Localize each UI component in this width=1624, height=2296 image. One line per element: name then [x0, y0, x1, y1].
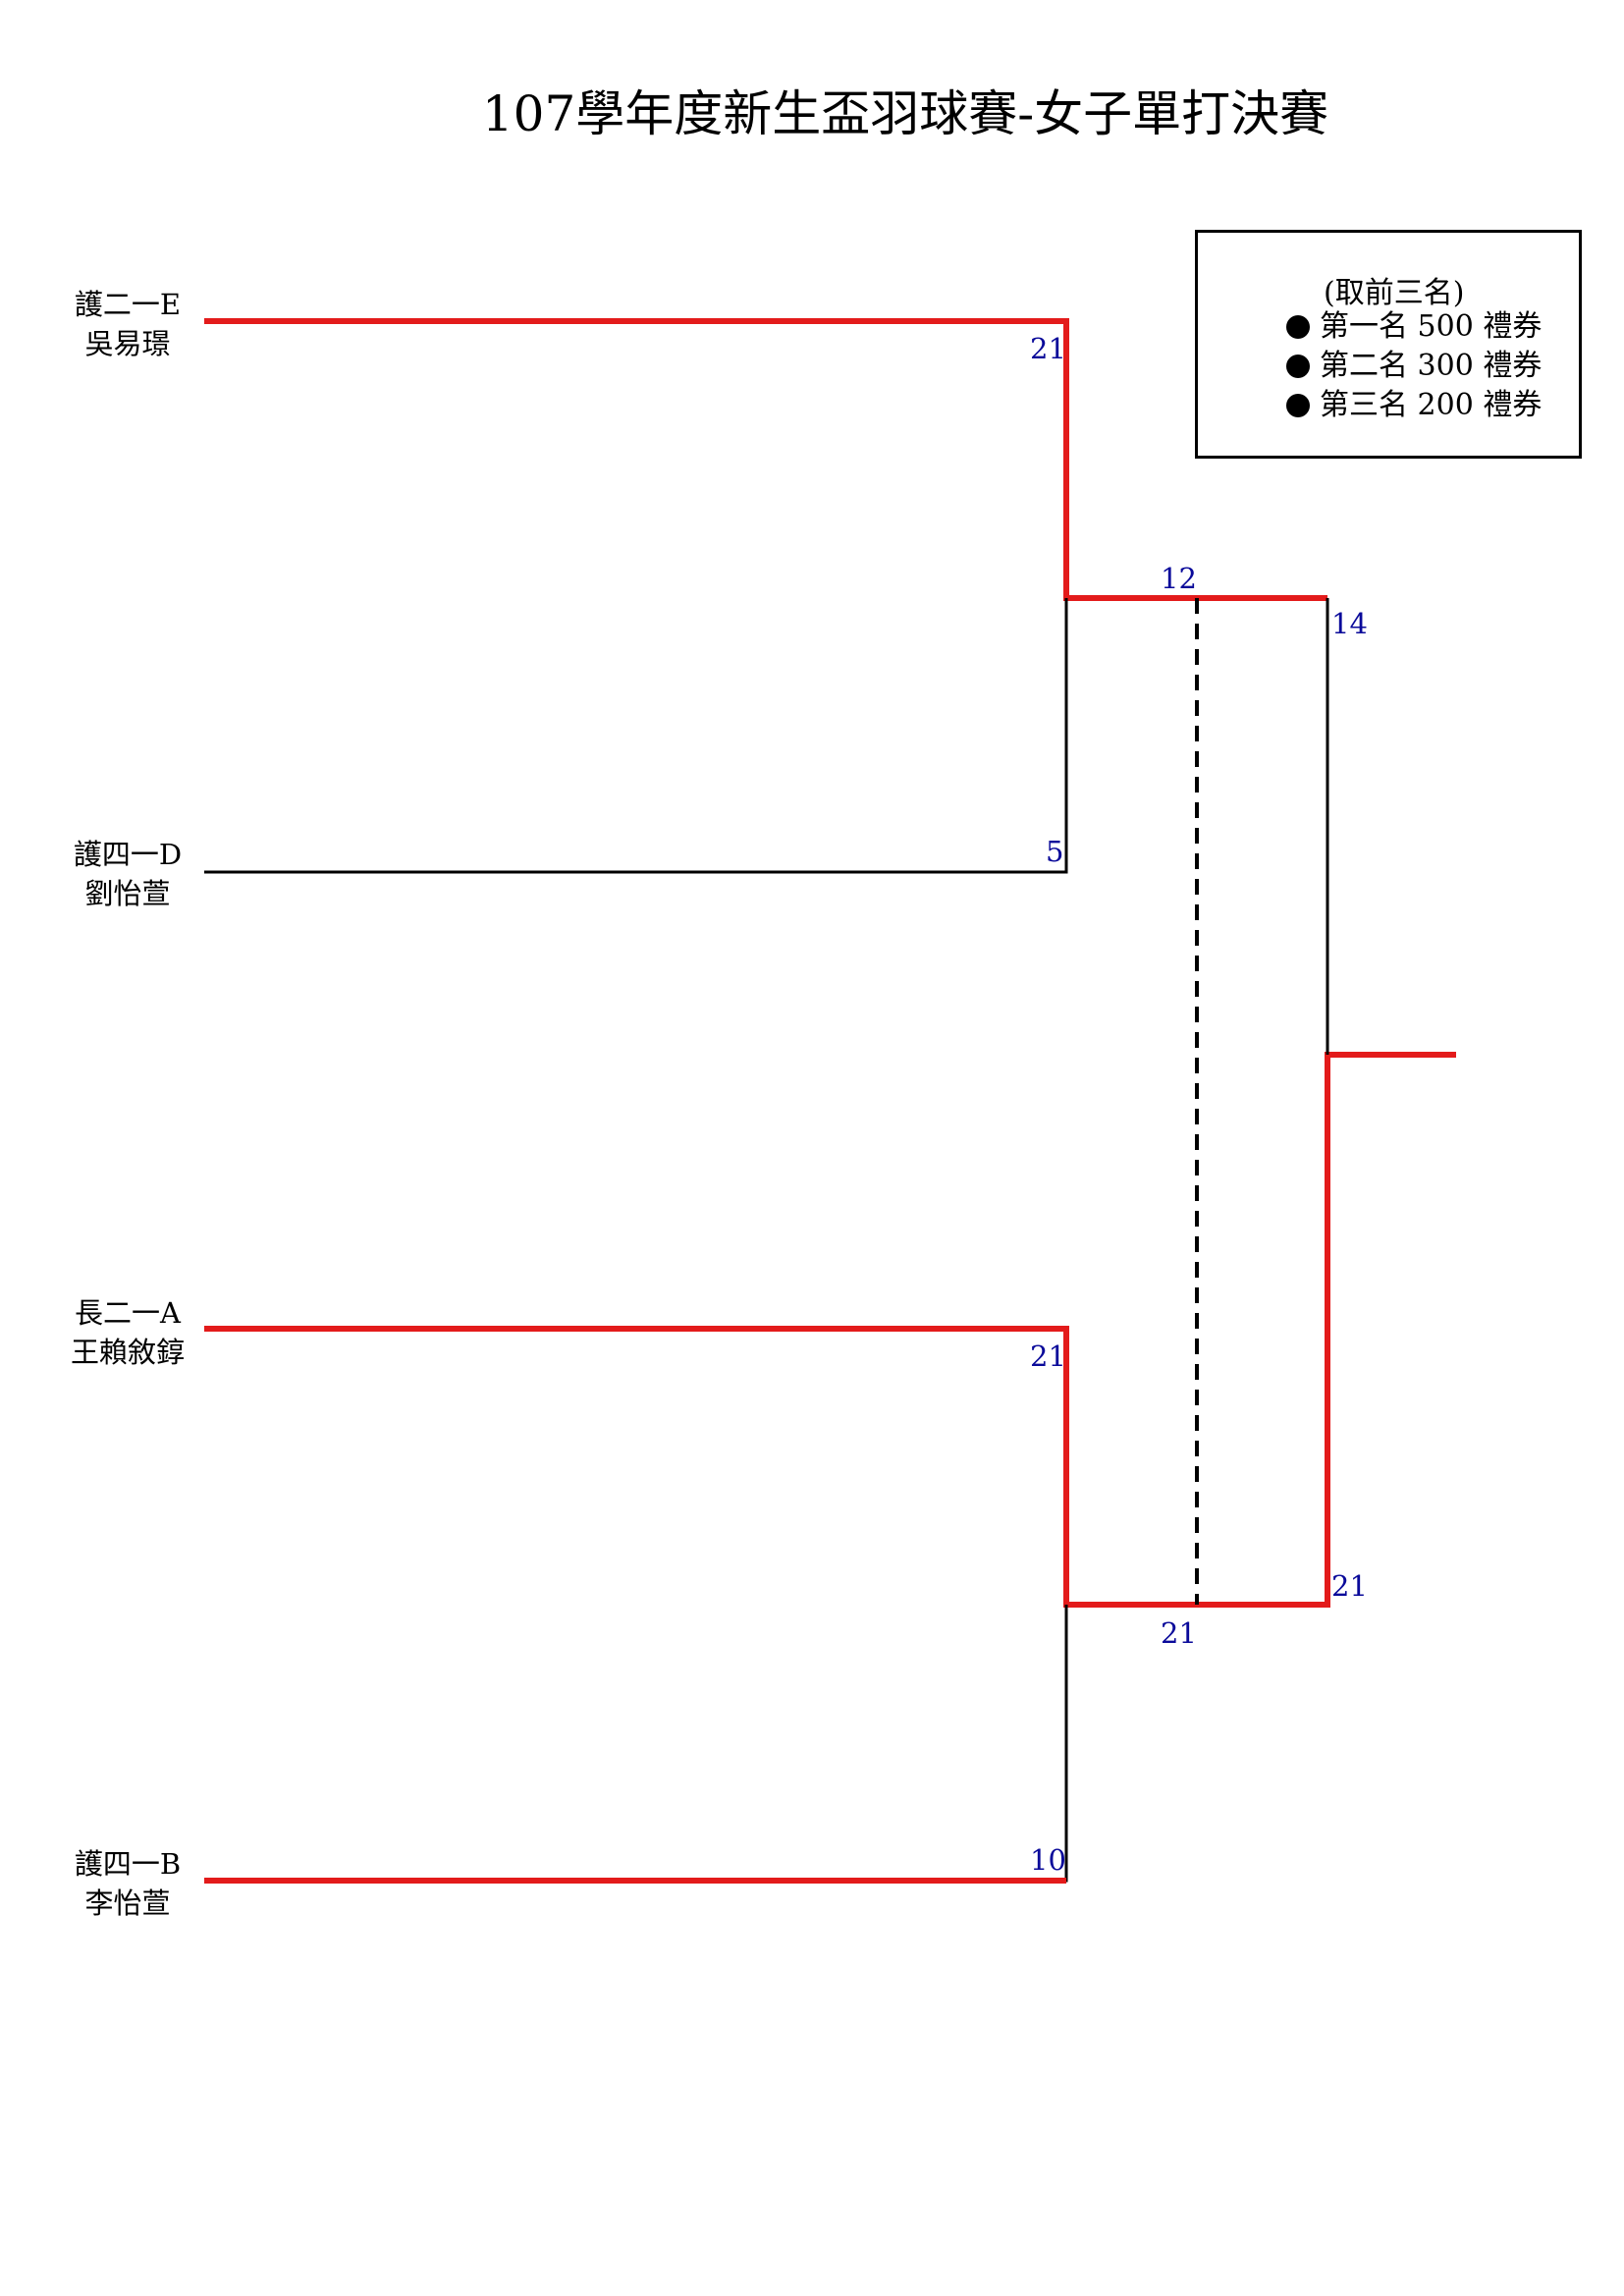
player-3: 長二一A 王賴敘錞: [29, 1293, 226, 1372]
prize-note: (取前三名): [1324, 276, 1465, 310]
player-2: 護四一D 劉怡萱: [29, 835, 226, 913]
prize-box: (取前三名) 第一名 500 禮券 第二名 300 禮券 第三名 200 禮券: [1195, 230, 1582, 459]
player-1: 護二一E 吳易璟: [29, 285, 226, 363]
score-semi2-bottom: 10: [1030, 1843, 1066, 1877]
prize-reward: 禮券: [1483, 309, 1543, 344]
player-name: 劉怡萱: [84, 877, 171, 910]
semi1-winner-line: [204, 318, 1327, 601]
prize-item: 第三名 200 禮券: [1286, 386, 1542, 425]
player-name: 吳易璟: [84, 327, 171, 360]
semi1-loser-line: [204, 598, 1068, 874]
prize-rank: 第三名: [1320, 388, 1408, 422]
prize-reward: 禮券: [1483, 349, 1543, 383]
player-class: 護二一E: [74, 288, 182, 321]
player-class: 長二一A: [75, 1296, 181, 1330]
player-class: 護四一D: [73, 838, 183, 871]
score-semi2-top: 21: [1030, 1339, 1066, 1373]
score-semi1-bottom: 5: [1046, 835, 1064, 868]
score-third-bottom: 21: [1161, 1616, 1197, 1650]
score-final-bottom: 21: [1331, 1569, 1368, 1603]
page-title: 107學年度新生盃羽球賽-女子單打決賽: [481, 85, 1329, 142]
bullet-icon: [1286, 394, 1310, 417]
prize-rank: 第二名: [1320, 349, 1408, 383]
prize-item: 第二名 300 禮券: [1286, 347, 1542, 386]
player-name: 李怡萱: [84, 1886, 171, 1920]
prize-item: 第一名 500 禮券: [1286, 307, 1542, 347]
prize-amount: 200: [1417, 388, 1474, 422]
semi2-loser-line: [204, 1605, 1068, 1883]
player-name: 王賴敘錞: [70, 1336, 185, 1369]
score-final-top: 14: [1331, 607, 1368, 640]
prize-list: 第一名 500 禮券 第二名 300 禮券 第三名 200 禮券: [1286, 307, 1542, 425]
bullet-icon: [1286, 355, 1310, 378]
player-class: 護四一B: [74, 1847, 182, 1881]
score-third-top: 12: [1161, 562, 1197, 595]
prize-reward: 禮券: [1483, 388, 1543, 422]
semi2-winner-line: [204, 1052, 1456, 1608]
prize-amount: 300: [1417, 349, 1474, 383]
score-semi1-top: 21: [1030, 332, 1066, 365]
prize-amount: 500: [1417, 309, 1474, 344]
player-4: 護四一B 李怡萱: [29, 1844, 226, 1923]
prize-rank: 第一名: [1320, 309, 1408, 344]
bullet-icon: [1286, 315, 1310, 339]
